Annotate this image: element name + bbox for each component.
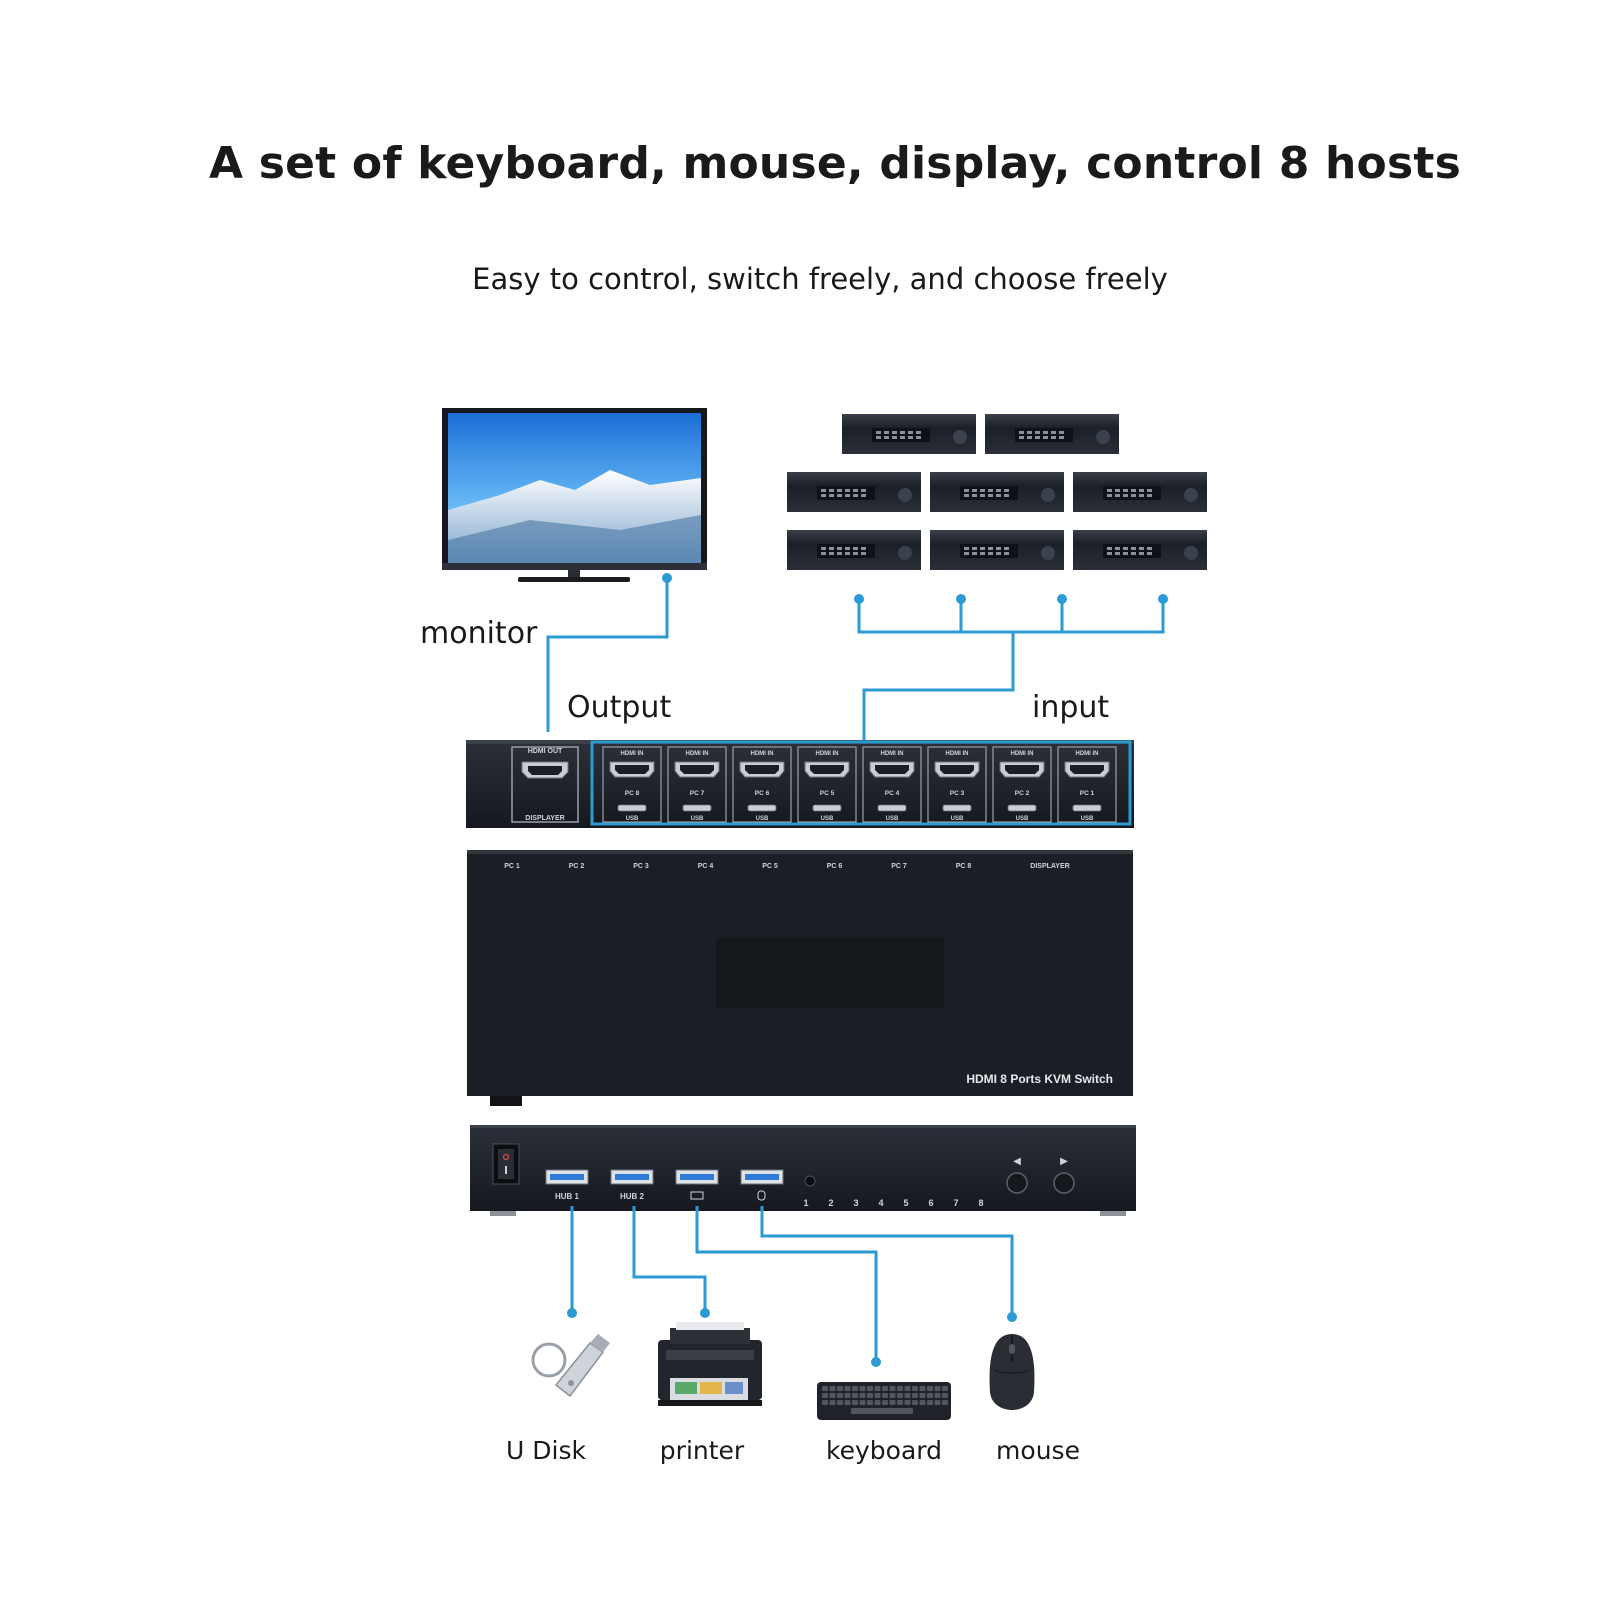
pc-port-label: PC 1 [1080, 790, 1095, 797]
mouse-icon [989, 1334, 1035, 1410]
hdmi-input-port: HDMI IN PC 6 USB [732, 746, 792, 823]
usb-flash-drive-icon [531, 1334, 610, 1398]
hdmi-in-label: HDMI IN [946, 751, 969, 757]
hdmi-input-port: HDMI IN PC 8 USB [602, 746, 662, 823]
usb-port-label: USB [626, 816, 639, 822]
hdmi-out-label: HDMI OUT [528, 748, 563, 755]
usb-ports [545, 1169, 784, 1185]
usb-port-label: USB [1016, 816, 1029, 822]
right-arrow-label: ▶ [1060, 1156, 1068, 1167]
host-box [1073, 472, 1207, 512]
keyboard-port-icon [690, 1191, 704, 1200]
host-box [930, 472, 1064, 512]
monitor-label: monitor [420, 616, 538, 651]
usb-port-label: USB [1081, 816, 1094, 822]
product-name: HDMI 8 Ports KVM Switch [966, 1072, 1113, 1086]
channel-number: 3 [853, 1198, 858, 1208]
printer-label: printer [659, 1436, 745, 1465]
host-box [1073, 530, 1207, 570]
pc-port-label: PC 4 [885, 790, 900, 797]
channel-number: 1 [803, 1198, 808, 1208]
hdmi-input-port: HDMI IN PC 2 USB [992, 746, 1052, 823]
indicator-label: PC 4 [698, 863, 714, 870]
indicator-label: PC 8 [956, 863, 972, 870]
hub1-label: HUB 1 [555, 1192, 580, 1201]
indicator-label: PC 1 [504, 863, 520, 870]
hdmi-input-port: HDMI IN PC 7 USB [667, 746, 727, 823]
connection-dots-top [662, 573, 1168, 604]
previous-button[interactable] [1006, 1172, 1028, 1194]
left-arrow-label: ◀ [1013, 1156, 1021, 1167]
usb-port-label: USB [691, 816, 704, 822]
kvm-top-panel: PC 1 PC 2 PC 3 PC 4 PC 5 PC 6 PC 7 PC 8 DISPLAYE… [467, 850, 1133, 1106]
mouse-port-icon [757, 1190, 766, 1201]
pc-port-label: PC 6 [755, 790, 770, 797]
host-box [787, 472, 921, 512]
input-label: input [1032, 690, 1110, 725]
pc-port-label: PC 8 [625, 790, 640, 797]
pc-port-label: PC 3 [950, 790, 965, 797]
udisk-label: U Disk [506, 1436, 586, 1465]
channel-number: 2 [828, 1198, 833, 1208]
indicator-label: PC 6 [827, 863, 843, 870]
printer-icon [658, 1322, 762, 1406]
page-subtitle: Easy to control, switch freely, and choo… [472, 262, 1168, 296]
displayer-port-label: DISPLAYER [525, 815, 564, 822]
keyboard-icon [817, 1382, 951, 1420]
monitor-icon [442, 408, 707, 582]
pc-port-label: PC 2 [1015, 790, 1030, 797]
channel-number: 4 [878, 1198, 883, 1208]
output-label: Output [567, 690, 672, 725]
indicator-label: PC 5 [762, 863, 778, 870]
host-computers [787, 414, 1207, 570]
channel-number: 7 [953, 1198, 958, 1208]
usb-port-label: USB [821, 816, 834, 822]
hdmi-in-label: HDMI IN [1076, 751, 1099, 757]
hdmi-in-label: HDMI IN [621, 751, 644, 757]
hdmi-input-port: HDMI IN PC 4 USB [862, 746, 922, 823]
next-button[interactable] [1053, 1172, 1075, 1194]
host-box [985, 414, 1119, 454]
indicator-label: DISPLAYER [1030, 863, 1069, 870]
hdmi-in-label: HDMI IN [881, 751, 904, 757]
host-box [842, 414, 976, 454]
channel-number: 6 [928, 1198, 933, 1208]
mouse-label: mouse [996, 1436, 1080, 1465]
indicator-label: PC 2 [569, 863, 585, 870]
usb-port-label: USB [756, 816, 769, 822]
usb-port-label: USB [886, 816, 899, 822]
channel-number: 8 [978, 1198, 983, 1208]
host-box [930, 530, 1064, 570]
hdmi-in-label: HDMI IN [1011, 751, 1034, 757]
hdmi-in-label: HDMI IN [816, 751, 839, 757]
hdmi-in-label: HDMI IN [751, 751, 774, 757]
usb-port-label: USB [951, 816, 964, 822]
hdmi-input-port: HDMI IN PC 5 USB [797, 746, 857, 823]
hdmi-in-label: HDMI IN [686, 751, 709, 757]
indicator-label: PC 7 [891, 863, 907, 870]
hdmi-input-port: HDMI IN PC 3 USB [927, 746, 987, 823]
power-switch-icon [492, 1143, 520, 1185]
channel-number: 5 [903, 1198, 908, 1208]
host-box [787, 530, 921, 570]
hdmi-input-port: HDMI IN PC 1 USB [1057, 746, 1117, 823]
connection-lines-top [546, 578, 1165, 742]
connection-lines-bottom [570, 1206, 1014, 1362]
hub2-label: HUB 2 [620, 1192, 645, 1201]
keyboard-label: keyboard [826, 1436, 942, 1465]
kvm-front-panel: HUB 1 HUB 2 1 2 3 4 5 6 7 8 ◀ ▶ [470, 1125, 1136, 1216]
pc-port-label: PC 5 [820, 790, 835, 797]
connection-dots-bottom [567, 1308, 1017, 1367]
pc-port-label: PC 7 [690, 790, 705, 797]
indicator-label: PC 3 [633, 863, 649, 870]
page-title: A set of keyboard, mouse, display, contr… [208, 138, 1462, 189]
